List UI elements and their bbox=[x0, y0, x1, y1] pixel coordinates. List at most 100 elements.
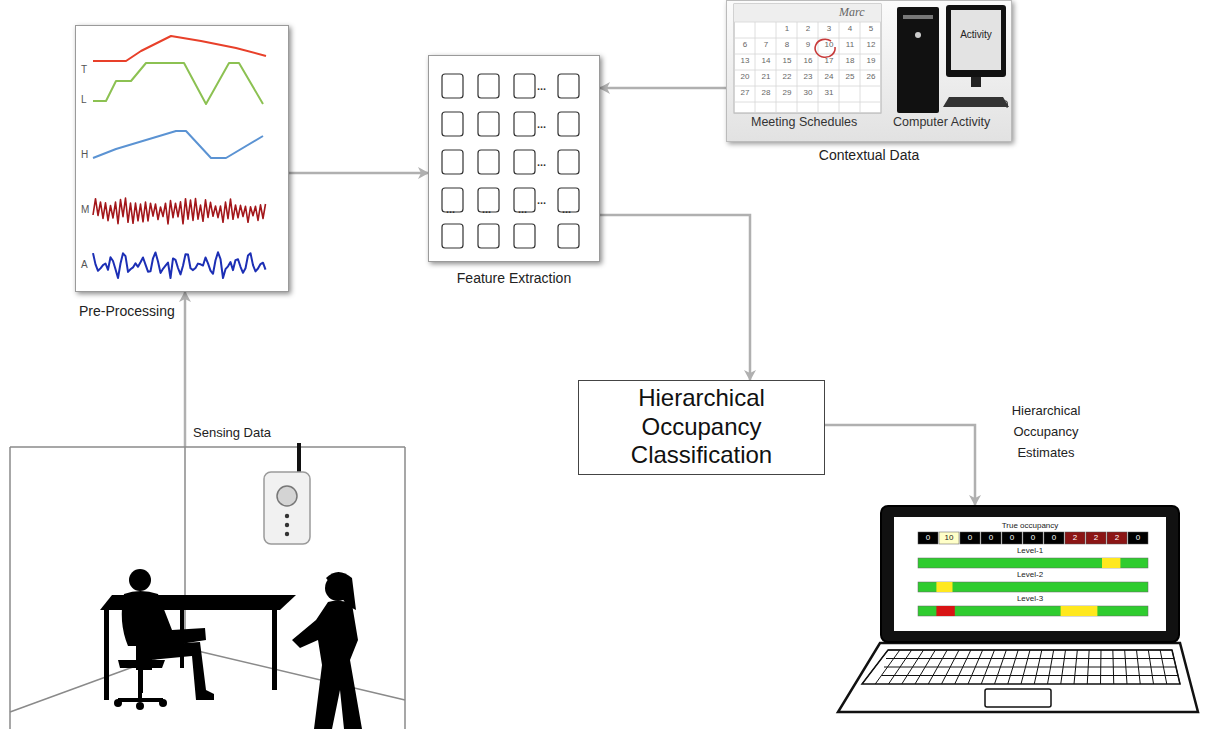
keyboard-column bbox=[955, 650, 971, 684]
calendar-grid bbox=[734, 54, 881, 55]
keyboard-column bbox=[1125, 650, 1127, 684]
calendar-day: 13 bbox=[735, 56, 755, 65]
calendar-grid bbox=[776, 22, 777, 113]
laptop-screen: Hierarchical Occupancy EstimatesTrue occ… bbox=[880, 505, 1180, 643]
calendar-grid bbox=[818, 22, 819, 113]
contextual-data-panel: Meeting SchedulesComputer ActivityContex… bbox=[726, 0, 1012, 142]
keyboard-column bbox=[1034, 650, 1042, 684]
calendar-day: 12 bbox=[861, 40, 881, 49]
calendar-grid bbox=[881, 22, 882, 113]
level-segment bbox=[936, 606, 954, 616]
keyboard-row bbox=[882, 675, 1178, 676]
signal-name: M bbox=[81, 204, 89, 215]
occupancy-cell bbox=[1044, 532, 1064, 544]
occupancy-cell bbox=[1023, 532, 1043, 544]
occupancy-cell bbox=[1065, 532, 1085, 544]
ellipsis: ... bbox=[537, 80, 546, 92]
ellipsis: ... bbox=[537, 118, 546, 130]
feature-cell bbox=[558, 112, 579, 136]
keyboard-column bbox=[889, 650, 912, 684]
occupancy-cell bbox=[960, 532, 980, 544]
calendar-day: 7 bbox=[756, 40, 776, 49]
calendar-day: 4 bbox=[840, 24, 860, 33]
signal-name: T bbox=[81, 64, 87, 75]
calendar-day: 22 bbox=[777, 72, 797, 81]
drive-slot bbox=[903, 15, 933, 19]
signal-trace bbox=[93, 36, 266, 61]
keyboard-column bbox=[1112, 650, 1114, 684]
monitor bbox=[946, 5, 1006, 77]
feature-cell bbox=[558, 150, 579, 174]
level-segment bbox=[1061, 606, 1098, 616]
signal-trace bbox=[93, 63, 263, 104]
occupancy-cell bbox=[918, 532, 938, 544]
calendar-day: 29 bbox=[777, 88, 797, 97]
keyboard-column bbox=[1172, 650, 1180, 684]
calendar-day: 28 bbox=[756, 88, 776, 97]
process-box: Hierarchical Occupancy Classification bbox=[578, 380, 825, 475]
signal-trace bbox=[93, 252, 266, 278]
calendar-day: 14 bbox=[756, 56, 776, 65]
process-label: Hierarchical Occupancy Classification bbox=[589, 381, 814, 473]
keyboard-column bbox=[1087, 650, 1089, 684]
level-segment bbox=[1102, 558, 1120, 568]
keyboard-column bbox=[1100, 650, 1102, 684]
calendar-day: 18 bbox=[840, 56, 860, 65]
ellipsis: ... bbox=[518, 203, 527, 215]
feature-cell bbox=[442, 74, 463, 98]
monitor-stand bbox=[971, 77, 981, 87]
ellipsis: ... bbox=[482, 203, 491, 215]
signal-name: A bbox=[81, 259, 88, 270]
calendar-day: 3 bbox=[819, 24, 839, 33]
keyboard-column bbox=[1021, 650, 1030, 684]
keyboard-column bbox=[1008, 650, 1018, 684]
occupancy-count: 0 bbox=[981, 533, 1001, 543]
calendar-day: 31 bbox=[819, 88, 839, 97]
feature-cell bbox=[442, 224, 463, 248]
calendar-grid bbox=[734, 22, 735, 113]
keyboard-column bbox=[968, 650, 983, 684]
feature-cell bbox=[558, 224, 579, 248]
calendar-day: 24 bbox=[819, 72, 839, 81]
keyboard-column bbox=[862, 650, 888, 684]
keyboard-column bbox=[1137, 650, 1141, 684]
calendar-page bbox=[734, 4, 881, 113]
occupancy-count: 0 bbox=[1002, 533, 1022, 543]
month-name: Marc bbox=[839, 5, 865, 20]
calendar-day: 2 bbox=[798, 24, 818, 33]
level-label: Level-3 bbox=[894, 594, 1166, 603]
calendar-day: 19 bbox=[861, 56, 881, 65]
occupancy-count: 0 bbox=[1128, 533, 1148, 543]
keyboard-column bbox=[1148, 650, 1153, 684]
feature-cell bbox=[514, 112, 535, 136]
node-illustration bbox=[76, 26, 288, 291]
calendar-day: 26 bbox=[861, 72, 881, 81]
flow-arrow bbox=[600, 215, 750, 380]
occupancy-count: 10 bbox=[939, 533, 959, 543]
occupancy-cell bbox=[1086, 532, 1106, 544]
people-silhouettes bbox=[100, 569, 362, 729]
calendar-grid bbox=[755, 22, 756, 113]
calendar-grid bbox=[839, 22, 840, 113]
flow-heading: Sensing Data bbox=[193, 425, 271, 440]
calendar-day: 9 bbox=[798, 40, 818, 49]
feature-cell bbox=[442, 150, 463, 174]
calendar-day: 30 bbox=[798, 88, 818, 97]
keyboard-column bbox=[1048, 650, 1054, 684]
occupancy-count: 0 bbox=[1044, 533, 1064, 543]
keyboard-column bbox=[1074, 650, 1077, 684]
calendar-day: 27 bbox=[735, 88, 755, 97]
level-bar bbox=[918, 582, 1148, 592]
computer-tower bbox=[897, 7, 939, 113]
level-bar bbox=[918, 558, 1148, 568]
keyboard-column bbox=[902, 650, 924, 684]
calendar-grid bbox=[797, 22, 798, 113]
keyboard-row bbox=[886, 658, 1174, 659]
power-button bbox=[915, 32, 921, 38]
keyboard-row bbox=[884, 667, 1176, 668]
ellipsis: ... bbox=[537, 194, 546, 206]
screen-text: Activity bbox=[951, 29, 1001, 40]
keyboard-column bbox=[875, 650, 900, 684]
signal-trace bbox=[93, 198, 266, 224]
flow-arrow bbox=[184, 292, 187, 447]
